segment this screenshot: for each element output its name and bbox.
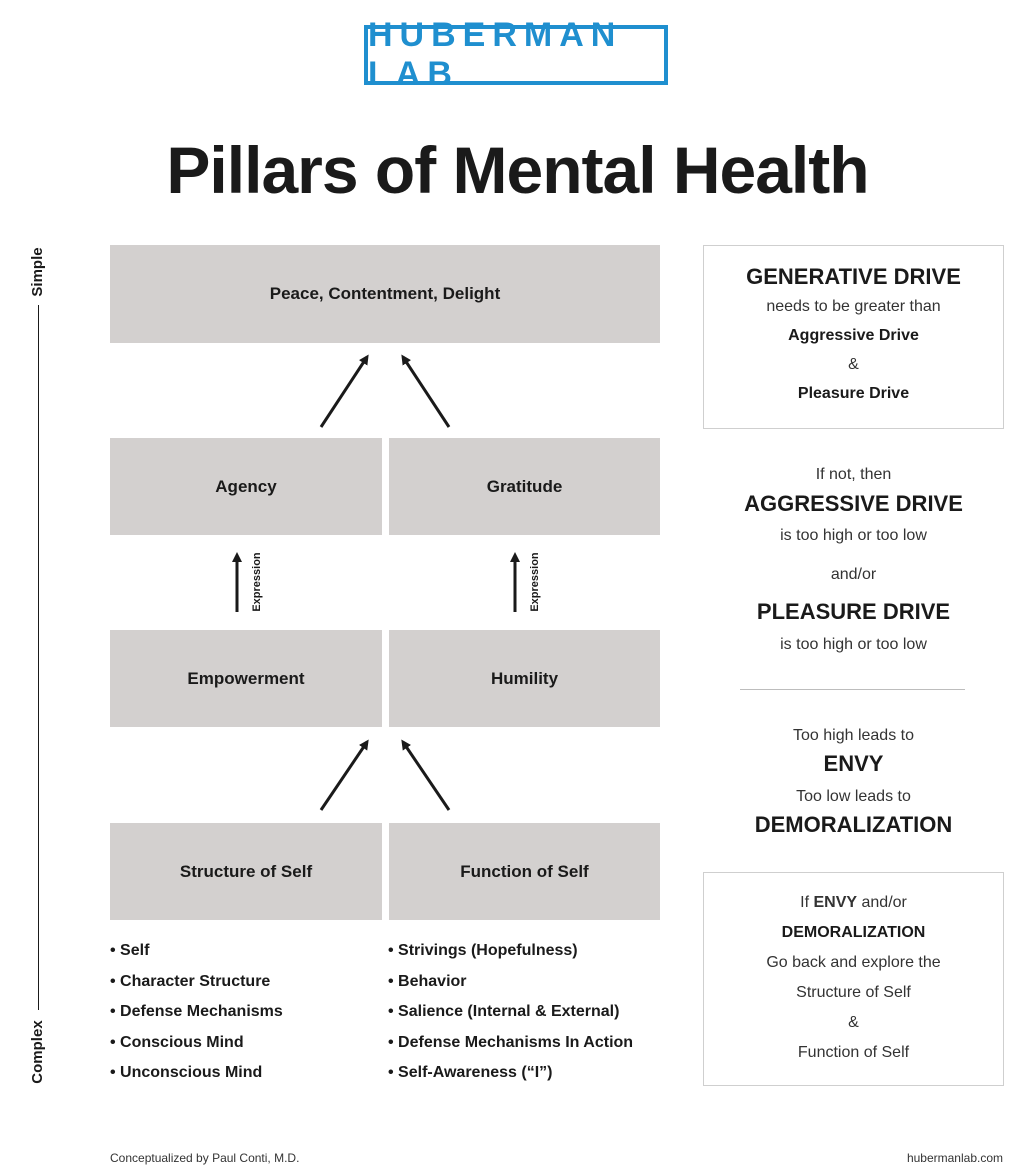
function-list: Strivings (Hopefulness) Behavior Salienc… — [388, 936, 688, 1089]
box-humility: Humility — [389, 630, 660, 727]
panel-text-envy: ENVY — [813, 894, 858, 911]
list-item: Defense Mechanisms In Action — [388, 1028, 688, 1059]
list-item: Self — [110, 936, 380, 967]
expression-label-left: Expression — [251, 552, 263, 612]
too-high-text: Too high leads to — [793, 727, 914, 744]
box-structure-of-self: Structure of Self — [110, 823, 382, 920]
panel-text: Go back and explore the — [766, 954, 941, 971]
arrow-lower-left — [319, 739, 369, 811]
arrow-upper-left — [319, 354, 369, 428]
arrow-upper-right — [401, 354, 451, 428]
list-item: Strivings (Hopefulness) — [388, 936, 688, 967]
box-agency: Agency — [110, 438, 382, 535]
list-item: Salience (Internal & External) — [388, 997, 688, 1028]
panel-text: DEMORALIZATION — [781, 924, 926, 941]
pleasure-drive-note: is too high or too low — [780, 636, 927, 653]
box-gratitude: Gratitude — [389, 438, 660, 535]
generative-drive-panel: GENERATIVE DRIVE needs to be greater tha… — [703, 245, 1004, 429]
panel-text: Pleasure Drive — [797, 385, 910, 402]
aggressive-drive-note: is too high or too low — [780, 527, 927, 544]
panel-heading: GENERATIVE DRIVE — [746, 264, 961, 289]
divider — [740, 689, 965, 690]
page-title: Pillars of Mental Health — [166, 133, 869, 207]
demoralization-heading: DEMORALIZATION — [754, 812, 953, 837]
axis-line — [38, 305, 39, 1010]
structure-list: Self Character Structure Defense Mechani… — [110, 936, 380, 1089]
aggressive-drive-heading: AGGRESSIVE DRIVE — [744, 491, 963, 516]
andor-text: and/or — [830, 566, 877, 583]
list-item: Unconscious Mind — [110, 1058, 380, 1089]
panel-text: Function of Self — [797, 1044, 910, 1061]
panel-text: If ENVY and/or — [704, 894, 1003, 912]
pleasure-drive-heading: PLEASURE DRIVE — [756, 599, 951, 624]
panel-text: Aggressive Drive — [788, 327, 919, 344]
footer-credit: Conceptualized by Paul Conti, M.D. — [110, 1151, 300, 1165]
panel-text-andor: and/or — [861, 894, 907, 911]
panel-text: & — [848, 356, 859, 373]
panel-text: & — [848, 1014, 859, 1031]
list-item: Defense Mechanisms — [110, 997, 380, 1028]
too-low-text: Too low leads to — [796, 788, 911, 805]
box-peace: Peace, Contentment, Delight — [110, 245, 660, 343]
expression-label-right: Expression — [529, 552, 541, 612]
envy-heading: ENVY — [823, 751, 884, 776]
list-item: Conscious Mind — [110, 1028, 380, 1059]
panel-text-if: If — [800, 894, 810, 911]
arrow-lower-right — [401, 739, 451, 811]
box-empowerment: Empowerment — [110, 630, 382, 727]
list-item: Behavior — [388, 967, 688, 998]
list-item: Character Structure — [110, 967, 380, 998]
footer-url[interactable]: hubermanlab.com — [906, 1151, 1003, 1165]
panel-text: needs to be greater than — [766, 298, 941, 315]
go-back-panel: If ENVY and/or DEMORALIZATION Go back an… — [703, 872, 1004, 1086]
box-function-of-self: Function of Self — [389, 823, 660, 920]
panel-text: Structure of Self — [796, 984, 911, 1001]
intro-text: If not, then — [815, 466, 892, 483]
list-item: Self-Awareness (“I”) — [388, 1058, 688, 1089]
